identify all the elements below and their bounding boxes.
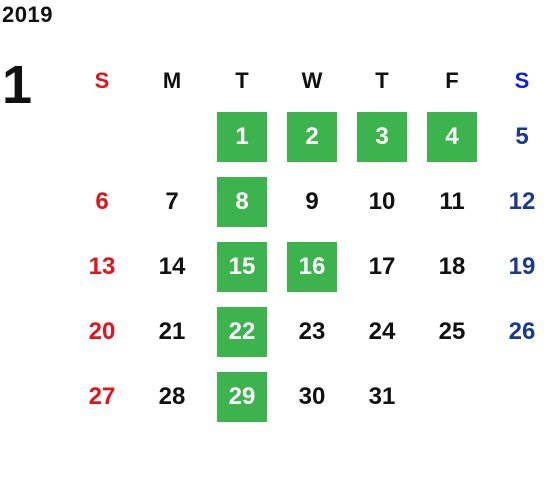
- day-number: 16: [287, 241, 337, 292]
- weekday-header: F: [445, 68, 459, 93]
- year-label: 2019: [2, 2, 53, 27]
- day-cell[interactable]: 22: [207, 299, 277, 364]
- day-cell[interactable]: 28: [137, 364, 207, 429]
- day-cell[interactable]: 12: [487, 169, 548, 234]
- day-cell[interactable]: 30: [277, 364, 347, 429]
- day-number: 5: [515, 122, 529, 150]
- day-number: 12: [508, 187, 536, 215]
- empty-cell: [137, 104, 207, 169]
- day-number: 11: [439, 187, 465, 215]
- day-number: 20: [88, 317, 116, 345]
- day-cell[interactable]: 26: [487, 299, 548, 364]
- day-cell[interactable]: 14: [137, 234, 207, 299]
- month-number: 1: [2, 55, 33, 115]
- day-number: 19: [508, 252, 536, 280]
- day-cell[interactable]: 20: [67, 299, 137, 364]
- day-number: 8: [217, 176, 267, 227]
- day-cell[interactable]: 6: [67, 169, 137, 234]
- day-cell[interactable]: 24: [347, 299, 417, 364]
- day-cell[interactable]: 19: [487, 234, 548, 299]
- day-cell[interactable]: 15: [207, 234, 277, 299]
- day-cell[interactable]: 18: [417, 234, 487, 299]
- day-number: 4: [427, 111, 477, 162]
- day-cell[interactable]: 17: [347, 234, 417, 299]
- day-cell[interactable]: 3: [347, 104, 417, 169]
- day-number: 28: [158, 382, 186, 410]
- empty-cell: [487, 364, 548, 429]
- day-number: 3: [357, 111, 407, 162]
- day-number: 27: [88, 382, 116, 410]
- empty-cell: [67, 104, 137, 169]
- day-number: 29: [217, 371, 267, 422]
- empty-cell: [417, 364, 487, 429]
- day-number: 21: [158, 317, 186, 345]
- day-cell[interactable]: 2: [277, 104, 347, 169]
- day-cell[interactable]: 9: [277, 169, 347, 234]
- day-number: 22: [217, 306, 267, 357]
- day-cell[interactable]: 11: [417, 169, 487, 234]
- day-cell[interactable]: 25: [417, 299, 487, 364]
- day-number: 7: [165, 187, 179, 215]
- day-cell[interactable]: 8: [207, 169, 277, 234]
- day-number: 24: [368, 317, 396, 345]
- day-number: 6: [95, 187, 109, 215]
- day-number: 23: [298, 317, 326, 345]
- weekday-header: W: [301, 68, 323, 93]
- weekday-header: T: [235, 68, 249, 93]
- day-cell[interactable]: 27: [67, 364, 137, 429]
- day-number: 9: [305, 187, 319, 215]
- day-number: 1: [217, 111, 267, 162]
- day-cell[interactable]: 7: [137, 169, 207, 234]
- weekday-header: S: [514, 68, 530, 93]
- day-number: 18: [438, 252, 466, 280]
- day-number: 25: [438, 317, 466, 345]
- day-number: 13: [88, 252, 116, 280]
- day-number: 10: [368, 187, 396, 215]
- day-cell[interactable]: 10: [347, 169, 417, 234]
- weekday-header: S: [94, 68, 110, 93]
- day-cell[interactable]: 23: [277, 299, 347, 364]
- day-number: 14: [158, 252, 186, 280]
- weekday-header: T: [375, 68, 389, 93]
- day-number: 2: [287, 111, 337, 162]
- day-number: 26: [508, 317, 536, 345]
- day-number: 17: [368, 252, 396, 280]
- day-cell[interactable]: 21: [137, 299, 207, 364]
- day-cell[interactable]: 1: [207, 104, 277, 169]
- day-cell[interactable]: 5: [487, 104, 548, 169]
- day-number: 30: [298, 382, 326, 410]
- day-cell[interactable]: 29: [207, 364, 277, 429]
- day-cell[interactable]: 4: [417, 104, 487, 169]
- day-cell[interactable]: 31: [347, 364, 417, 429]
- day-number: 15: [217, 241, 267, 292]
- day-cell[interactable]: 16: [277, 234, 347, 299]
- day-number: 31: [368, 382, 396, 410]
- weekday-header: M: [162, 68, 182, 93]
- day-cell[interactable]: 13: [67, 234, 137, 299]
